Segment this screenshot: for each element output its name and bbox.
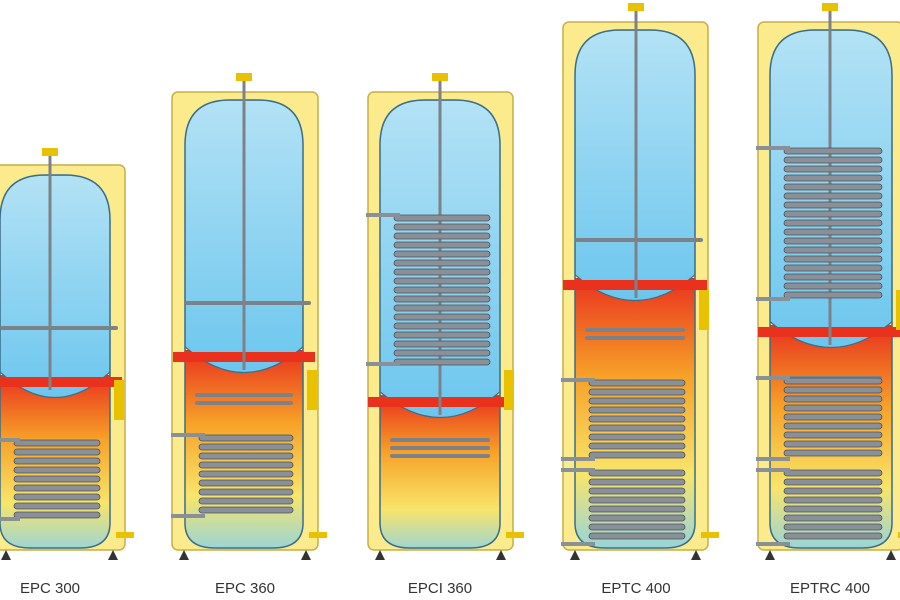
cold-zone xyxy=(0,175,110,399)
valve-icon xyxy=(42,148,58,156)
tank-label-epc300: EPC 300 xyxy=(19,580,81,597)
heat-exchanger-coil xyxy=(0,438,101,521)
foot-icon xyxy=(570,550,580,560)
outlet-fitting xyxy=(116,532,134,538)
heat-exchanger-coil xyxy=(756,146,883,301)
outlet-fitting xyxy=(309,532,327,538)
tank-3 xyxy=(561,3,719,560)
foot-icon xyxy=(1,550,11,560)
sensor-pocket xyxy=(307,370,317,410)
tank-0 xyxy=(0,148,134,560)
foot-icon xyxy=(765,550,775,560)
heat-exchanger-coil xyxy=(171,433,294,518)
foot-icon xyxy=(496,550,506,560)
valve-icon xyxy=(822,3,838,11)
outlet-fitting xyxy=(701,532,719,538)
tank-1 xyxy=(171,73,327,560)
heat-exchanger-coil xyxy=(756,468,883,546)
tank-2 xyxy=(366,73,524,560)
foot-icon xyxy=(179,550,189,560)
sensor-pocket xyxy=(114,380,124,420)
outlet-fitting xyxy=(506,532,524,538)
foot-icon xyxy=(886,550,896,560)
heat-exchanger-coil xyxy=(366,213,491,366)
tank-label-epci360: EPCI 360 xyxy=(407,580,473,597)
valve-icon xyxy=(432,73,448,81)
tank-label-eptrc400: EPTRC 400 xyxy=(789,580,871,597)
valve-icon xyxy=(628,3,644,11)
heat-exchanger-coil xyxy=(756,376,883,461)
tank-label-eptc400: EPTC 400 xyxy=(601,580,671,597)
foot-icon xyxy=(301,550,311,560)
foot-icon xyxy=(691,550,701,560)
tank-4 xyxy=(756,3,900,560)
valve-icon xyxy=(236,73,252,81)
foot-icon xyxy=(375,550,385,560)
sensor-pocket xyxy=(504,370,514,410)
heat-exchanger-coil xyxy=(561,468,686,546)
heat-exchanger-coil xyxy=(561,378,686,461)
tank-label-epc360: EPC 360 xyxy=(214,580,276,597)
sensor-pocket xyxy=(896,290,900,330)
hot-zone xyxy=(380,395,500,548)
hot-zone xyxy=(0,375,110,548)
foot-icon xyxy=(108,550,118,560)
outlet-fitting xyxy=(898,532,900,538)
sensor-pocket xyxy=(699,290,709,330)
flange xyxy=(0,377,122,387)
